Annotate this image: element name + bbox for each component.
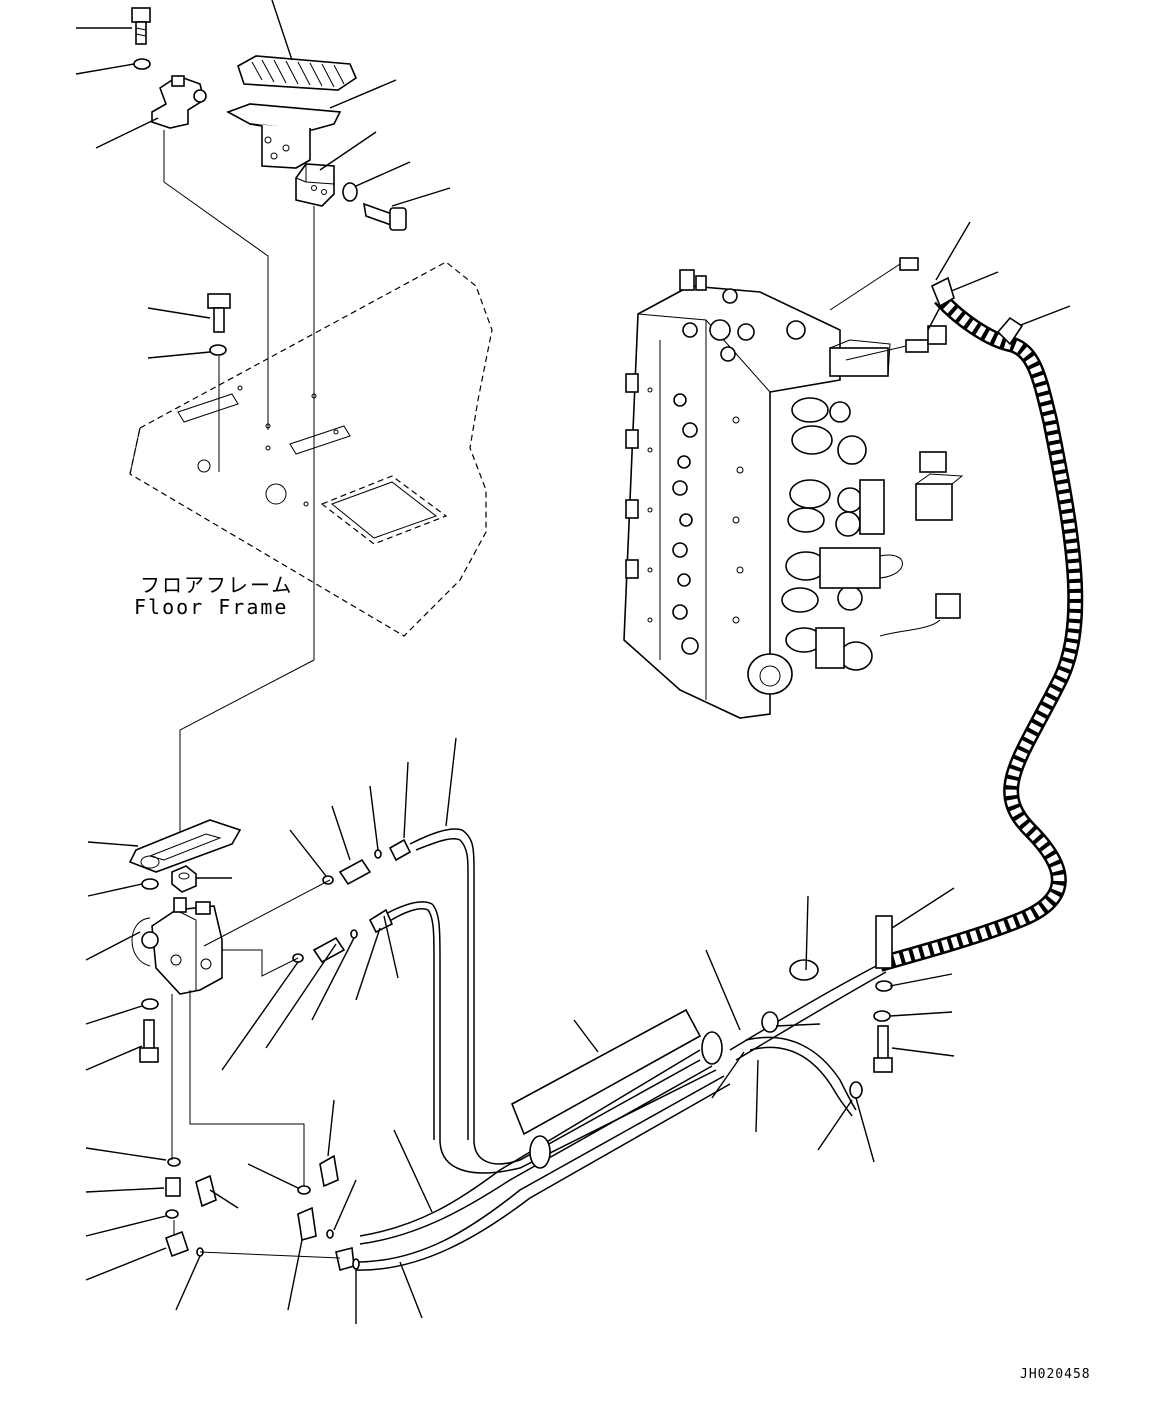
floor-washer xyxy=(209,344,227,356)
gasket-plate xyxy=(128,819,242,873)
valve-left-face-holes xyxy=(625,373,744,655)
hose-bundle xyxy=(355,828,893,1271)
axis-line-pedal-to-valve xyxy=(179,659,315,840)
spacer xyxy=(875,915,893,969)
pilot-bolt xyxy=(139,1019,159,1063)
pedal-bracket xyxy=(151,75,207,129)
floor-frame-label-jp: フロアフレーム xyxy=(140,573,293,597)
leader-lines-pilot xyxy=(85,737,457,1324)
floor-frame: フロアフレーム Floor Frame xyxy=(129,130,493,660)
harness-spiral xyxy=(877,276,1084,972)
pedal-pad xyxy=(237,55,357,91)
leader-lines-pedal xyxy=(75,0,451,207)
harness-bolt xyxy=(873,1025,893,1073)
washer-top xyxy=(133,58,151,70)
floor-bolt xyxy=(207,293,231,333)
pressure-sensor-fittings xyxy=(829,257,947,361)
pilot-washer xyxy=(141,878,159,890)
pilot-nut xyxy=(171,865,197,893)
mounting-block xyxy=(295,163,335,207)
washer-right xyxy=(342,182,358,202)
pilot-valve-assembly xyxy=(85,737,457,1324)
floor-frame-label-en: Floor Frame xyxy=(134,595,288,619)
pilot-washer-lower xyxy=(141,998,159,1010)
solenoid-blocks xyxy=(815,339,964,669)
leader-lines-harness xyxy=(573,887,955,1163)
pedal-plate xyxy=(226,103,342,169)
pedal-assembly xyxy=(75,0,451,231)
drawing-code: JH020458 xyxy=(1020,1367,1091,1382)
bolt-top xyxy=(131,7,151,45)
valve-spools xyxy=(747,397,873,695)
bolt-right xyxy=(362,202,407,231)
control-valve xyxy=(623,221,1071,719)
